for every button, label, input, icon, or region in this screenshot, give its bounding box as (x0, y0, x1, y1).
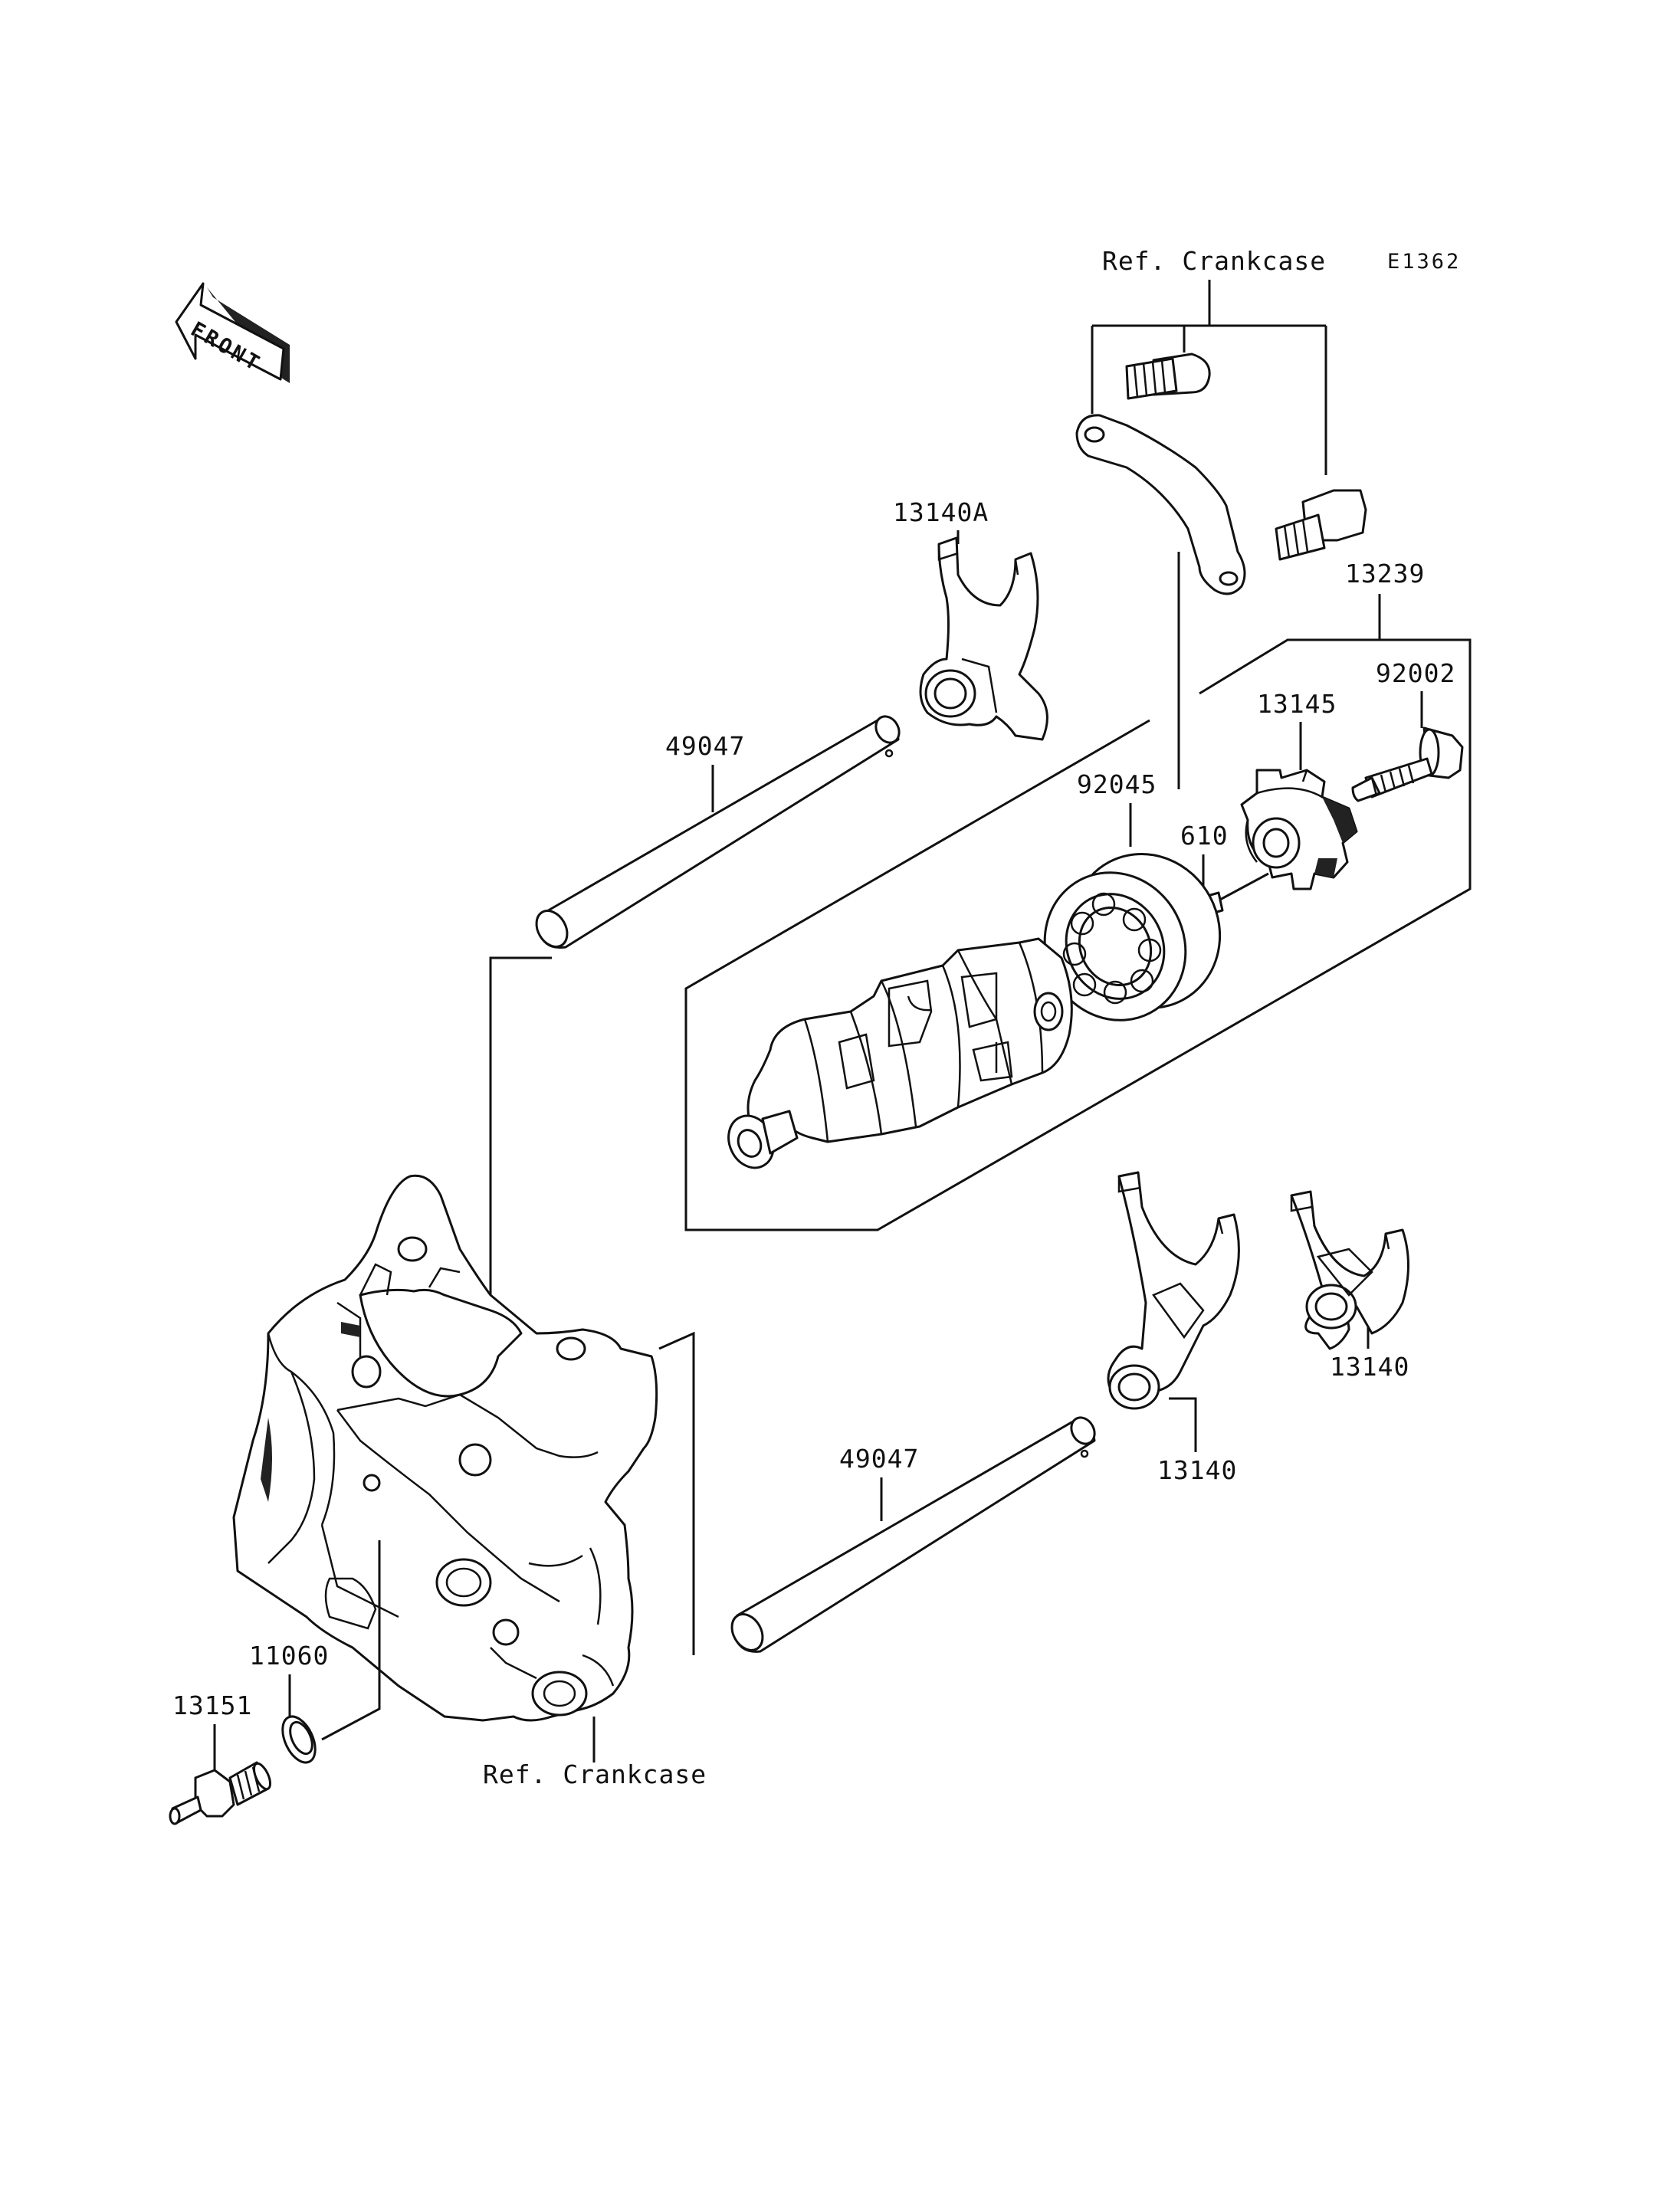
callout-13140-right: 13140 (1330, 1352, 1409, 1382)
diagram-code: E1362 (1387, 250, 1461, 274)
callout-13140a: 13140A (893, 497, 989, 527)
callout-13145: 13145 (1257, 689, 1337, 719)
callout-13239: 13239 (1345, 559, 1425, 589)
shift-rod-49047-lower (730, 1416, 1096, 1653)
crankcase-bolt-small (1125, 353, 1211, 400)
callout-13151: 13151 (172, 1690, 252, 1720)
stopper-plate (1075, 414, 1246, 595)
front-arrow-icon: FRONT (175, 282, 290, 383)
shift-rod-49047-upper (535, 715, 901, 949)
callout-ref-crankcase-top: Ref. Crankcase (1102, 246, 1326, 276)
shift-fork-13140-mid (1107, 1171, 1240, 1410)
crankcase-bolt-large (1275, 489, 1367, 561)
callout-92002: 92002 (1376, 658, 1455, 688)
callout-ref-crankcase-bottom: Ref. Crankcase (483, 1759, 707, 1789)
callout-49047-upper: 49047 (665, 731, 745, 761)
callout-92045: 92045 (1077, 769, 1157, 799)
callout-13140-mid: 13140 (1157, 1455, 1237, 1485)
crankcase-reference (232, 1174, 658, 1722)
callout-610: 610 (1180, 821, 1229, 851)
neutral-switch-13151 (169, 1761, 272, 1825)
callout-49047-lower: 49047 (839, 1444, 919, 1474)
shift-fork-13140-right (1290, 1190, 1409, 1350)
shift-drum-cam-13145 (1240, 769, 1358, 890)
bolt-92002 (1351, 726, 1464, 802)
ball-bearing-92045 (1043, 853, 1222, 1021)
washer-11060 (281, 1715, 317, 1764)
shift-fork-13140a (919, 536, 1048, 741)
shift-drum (727, 937, 1073, 1169)
callout-11060: 11060 (249, 1641, 329, 1671)
